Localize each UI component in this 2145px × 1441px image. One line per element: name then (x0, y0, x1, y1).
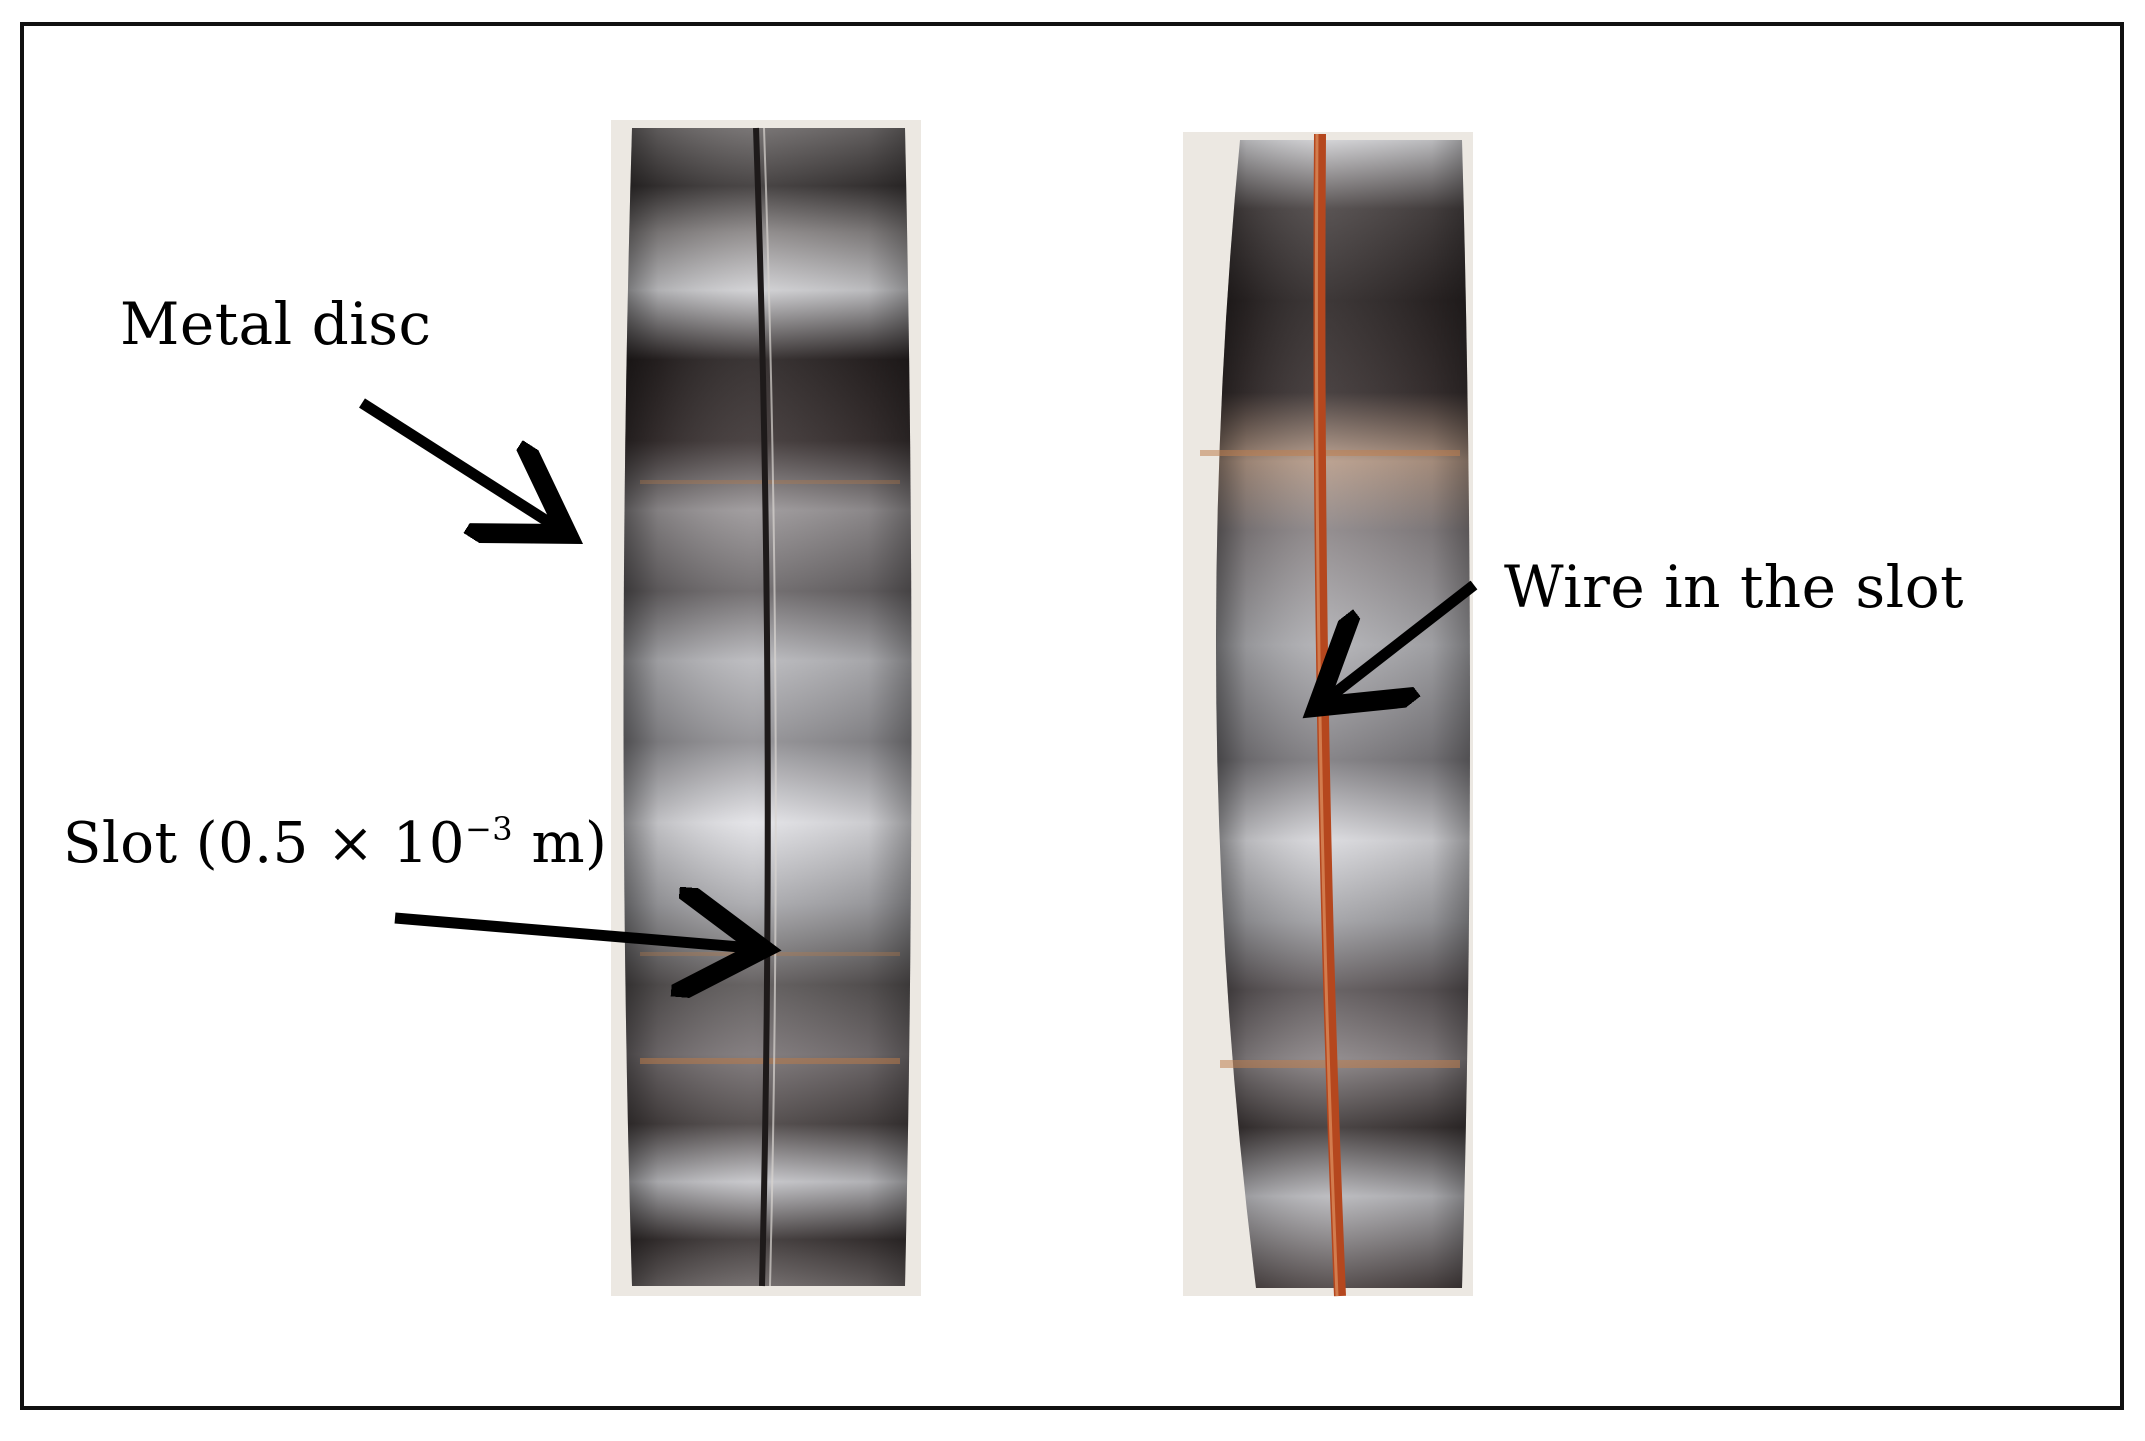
metal-disc-label: Metal disc (120, 290, 432, 358)
metal-disc-arrow (359, 398, 558, 528)
slot-label-prefix: Slot (0.5 × 10 (63, 811, 465, 876)
figure-frame (20, 22, 2124, 1410)
slot-label-exponent: −3 (464, 810, 514, 848)
slot-arrow (394, 918, 752, 948)
disc-slot (753, 127, 771, 1287)
slot-label: Slot (0.5 × 10−3 m) (63, 810, 607, 876)
wire-arrow (1326, 580, 1478, 700)
wire-in-slot-label: Wire in the slot (1504, 553, 1964, 621)
slot-label-suffix: m) (513, 811, 608, 876)
